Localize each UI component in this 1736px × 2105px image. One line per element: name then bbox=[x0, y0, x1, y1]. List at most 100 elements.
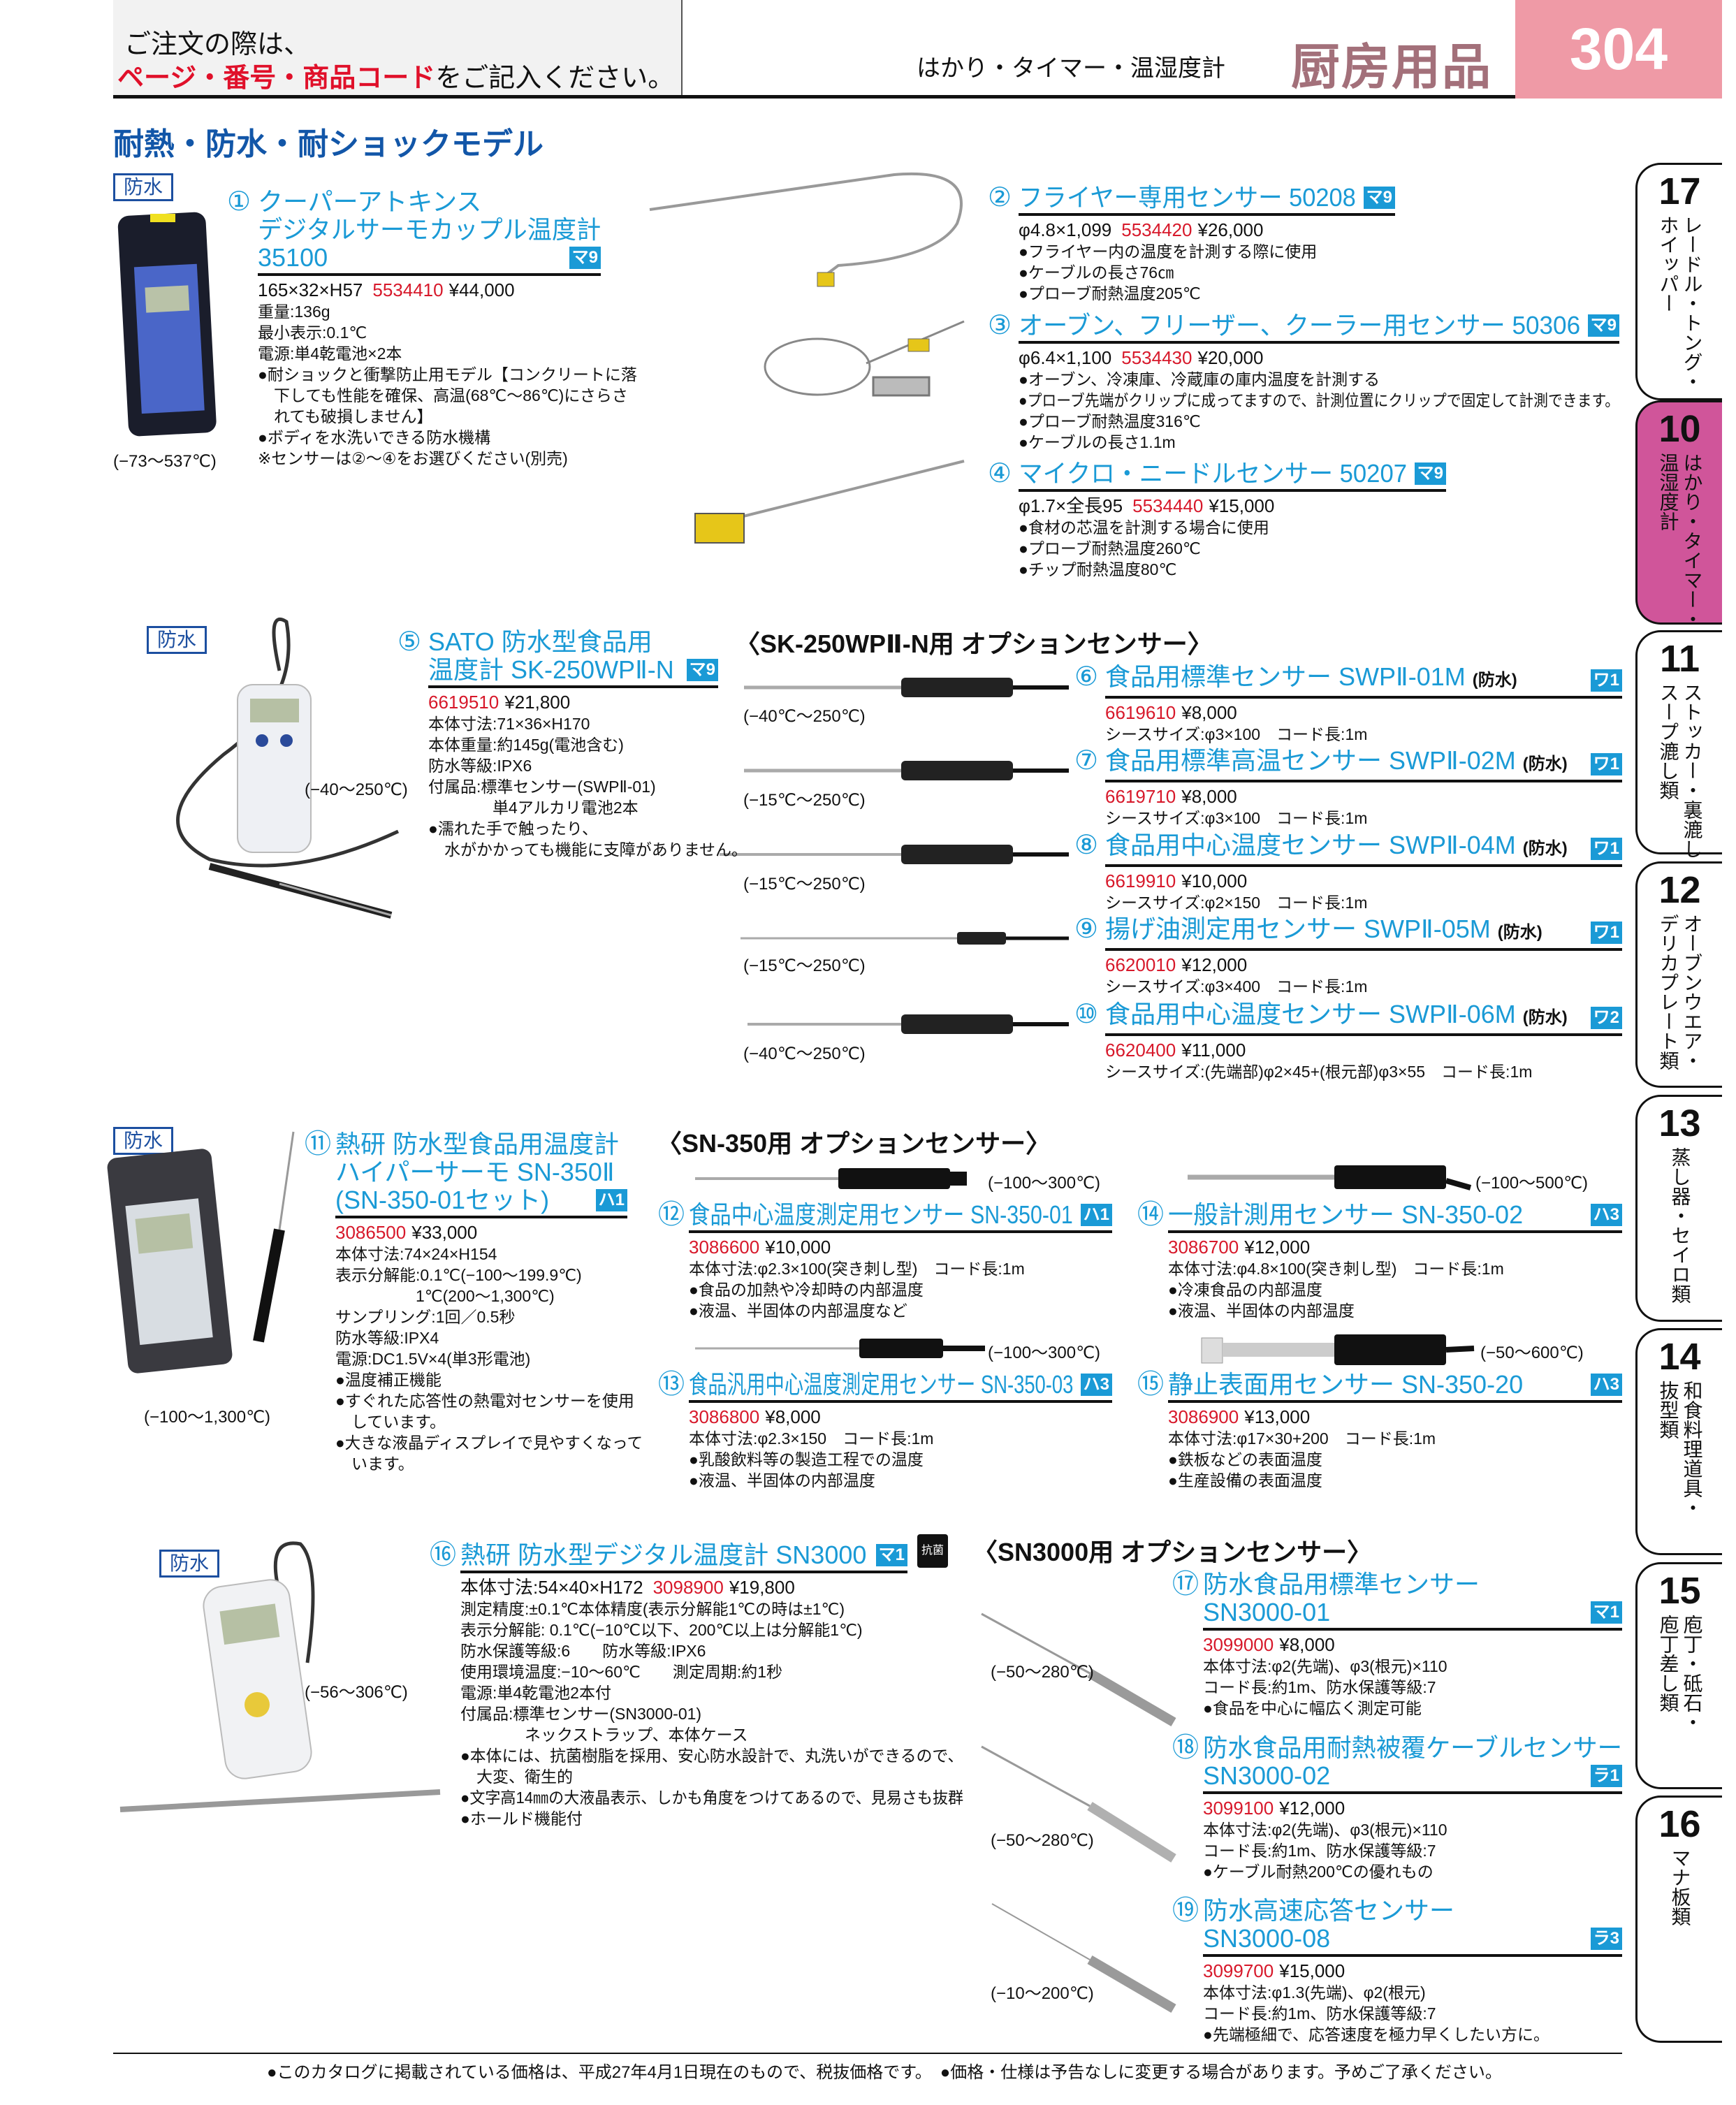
product-code: 3086800 bbox=[689, 1406, 760, 1427]
product-title-text: SATO 防水型食品用 bbox=[428, 627, 652, 656]
product-title-text: マイクロ・ニードルセンサー 50207 bbox=[1019, 459, 1408, 488]
spec-line: ●すぐれた応答性の熱電対センサーを使用 bbox=[335, 1392, 634, 1410]
spec-line: サンプリング:1回／0.5秒 bbox=[335, 1308, 516, 1326]
product-title-text: 食品用標準センサー SWPⅡ-01M bbox=[1105, 662, 1466, 691]
spec-line: ●食品の加熱や冷却時の内部温度 bbox=[689, 1281, 924, 1299]
price-line: 3099000¥8,000 bbox=[1203, 1633, 1622, 1656]
item-number: ⑥ bbox=[1074, 662, 1099, 692]
spec-line: 最小表示:0.1℃ bbox=[258, 323, 367, 342]
index-code-badge: マ9 bbox=[1363, 187, 1395, 209]
spec-line: 本体重量:約145g(電池含む) bbox=[428, 736, 624, 754]
spec-line: ●チップ耐熱温度80℃ bbox=[1019, 560, 1177, 578]
price: ¥12,000 bbox=[1279, 1798, 1345, 1819]
order-notice-box bbox=[113, 0, 683, 95]
waterproof-label: 防水 bbox=[159, 1550, 220, 1578]
price-line: 3086500¥33,000 bbox=[335, 1221, 627, 1244]
sn350-sensor-images bbox=[695, 1165, 1475, 1365]
product-title-line: クーパーアトキンス bbox=[258, 188, 481, 216]
tab-label: 庖丁・砥石・庖丁差し類 bbox=[1656, 1615, 1704, 1732]
index-code-badge: マ9 bbox=[1587, 314, 1619, 337]
index-code-badge: ハ3 bbox=[1080, 1374, 1112, 1396]
price: ¥26,000 bbox=[1197, 219, 1264, 240]
tab-label: ストッカー・裏漉し・スープ漉し類 bbox=[1656, 683, 1704, 878]
tab-number: 13 bbox=[1658, 1102, 1701, 1144]
spec-line: ●ケーブルの長さ1.1m bbox=[1019, 433, 1176, 451]
temperature-range: (−15℃～250℃) bbox=[743, 956, 866, 975]
spec-line: ●プローブ耐熱温度316℃ bbox=[1019, 412, 1201, 430]
price: ¥15,000 bbox=[1209, 495, 1275, 516]
order-notice-line1: ご注文の際は、 bbox=[124, 30, 311, 59]
tab-number: 14 bbox=[1658, 1336, 1701, 1378]
product-title-text: 一般計測用センサー SN-350-02 bbox=[1168, 1200, 1524, 1229]
product-title-line: 防水高速応答センサー bbox=[1203, 1897, 1454, 1925]
item-number: ⑦ bbox=[1074, 746, 1099, 775]
product-code: 3099000 bbox=[1203, 1634, 1274, 1655]
order-notice-highlight: ページ・番号・商品コード bbox=[117, 64, 436, 93]
spec-line: シースサイズ:(先端部)φ2×45+(根元部)φ3×55 コード長:1m bbox=[1105, 1063, 1533, 1081]
spec-line: れても破損しません】 bbox=[258, 407, 433, 425]
dimensions: 165×32×H57 bbox=[258, 279, 363, 300]
tab-label-line: 温湿度計 bbox=[1657, 453, 1679, 531]
item-number: ⑫ bbox=[658, 1200, 685, 1230]
index-code-badge: ワ1 bbox=[1590, 753, 1622, 775]
spec-line: ※センサーは②～④をお選びください(別売) bbox=[258, 449, 568, 467]
tab-label-line: デリカプレート類 bbox=[1657, 914, 1679, 1070]
spec-line: 防水等級:IPX6 bbox=[428, 757, 532, 775]
tab-label: レードル・トング・ホイッパー bbox=[1656, 215, 1704, 391]
side-tab-13[interactable]: 13 蒸し器・セイロ類 bbox=[1635, 1095, 1722, 1322]
tab-label-line: スープ漉し類 bbox=[1657, 683, 1679, 800]
index-code-badge: マ9 bbox=[686, 659, 718, 681]
spec-line: ●文字高14㎜の大液晶表示、しかも角度をつけてあるので、見易さも抜群 bbox=[460, 1789, 964, 1807]
product-title: フライヤー専用センサー 50208 マ9 bbox=[1019, 184, 1395, 216]
tab-number: 11 bbox=[1659, 638, 1700, 680]
price: ¥21,800 bbox=[504, 692, 571, 713]
index-code-badge: ラ1 bbox=[1590, 1765, 1622, 1787]
product-title: 食品用中心温度センサー SWPⅡ-06M(防水)ワ2 bbox=[1105, 1000, 1622, 1036]
header-rule bbox=[113, 95, 1515, 99]
tab-label: マナ板類 bbox=[1668, 1848, 1692, 1926]
product-title-line: 防水食品用耐熱被覆ケーブルセンサー bbox=[1203, 1734, 1622, 1762]
footer-note: ●このカタログに掲載されている価格は、平成27年4月1日現在のもので、税抜価格で… bbox=[267, 2063, 1502, 2082]
waterproof-label: 防水 bbox=[147, 626, 207, 654]
spec-line: 本体寸法:φ1.3(先端)、φ2(根元) bbox=[1203, 1983, 1426, 2002]
index-code-badge: ハ1 bbox=[595, 1189, 627, 1211]
item-number: ⑧ bbox=[1074, 831, 1099, 860]
price-line: 3086700¥12,000 bbox=[1168, 1236, 1622, 1258]
spec-line: 大変、衛生的 bbox=[460, 1768, 573, 1786]
spec-line: ●食品を中心に幅広く測定可能 bbox=[1203, 1699, 1422, 1717]
tab-label-line: 蒸し器・セイロ類 bbox=[1669, 1147, 1691, 1304]
index-code-badge: ワ1 bbox=[1590, 838, 1622, 860]
temperature-range: (−100～300℃) bbox=[988, 1174, 1101, 1193]
product-title-text: 食品中心温度測定用センサー SN-350-01 bbox=[689, 1200, 1073, 1229]
probe-sn-350-03 bbox=[695, 1339, 985, 1358]
price-line: 3099100¥12,000 bbox=[1203, 1797, 1622, 1819]
spec-line: ●プローブ先端がクリップに成ってますので、計測位置にクリップで固定して計測できま… bbox=[1019, 391, 1620, 409]
price: ¥33,000 bbox=[411, 1222, 478, 1243]
price: ¥12,000 bbox=[1244, 1237, 1311, 1258]
dimensions: φ4.8×1,099 bbox=[1019, 219, 1112, 240]
dimensions: φ6.4×1,100 bbox=[1019, 347, 1112, 368]
product-title-text: フライヤー専用センサー 50208 bbox=[1019, 183, 1356, 212]
item-number: ⑨ bbox=[1074, 915, 1099, 944]
